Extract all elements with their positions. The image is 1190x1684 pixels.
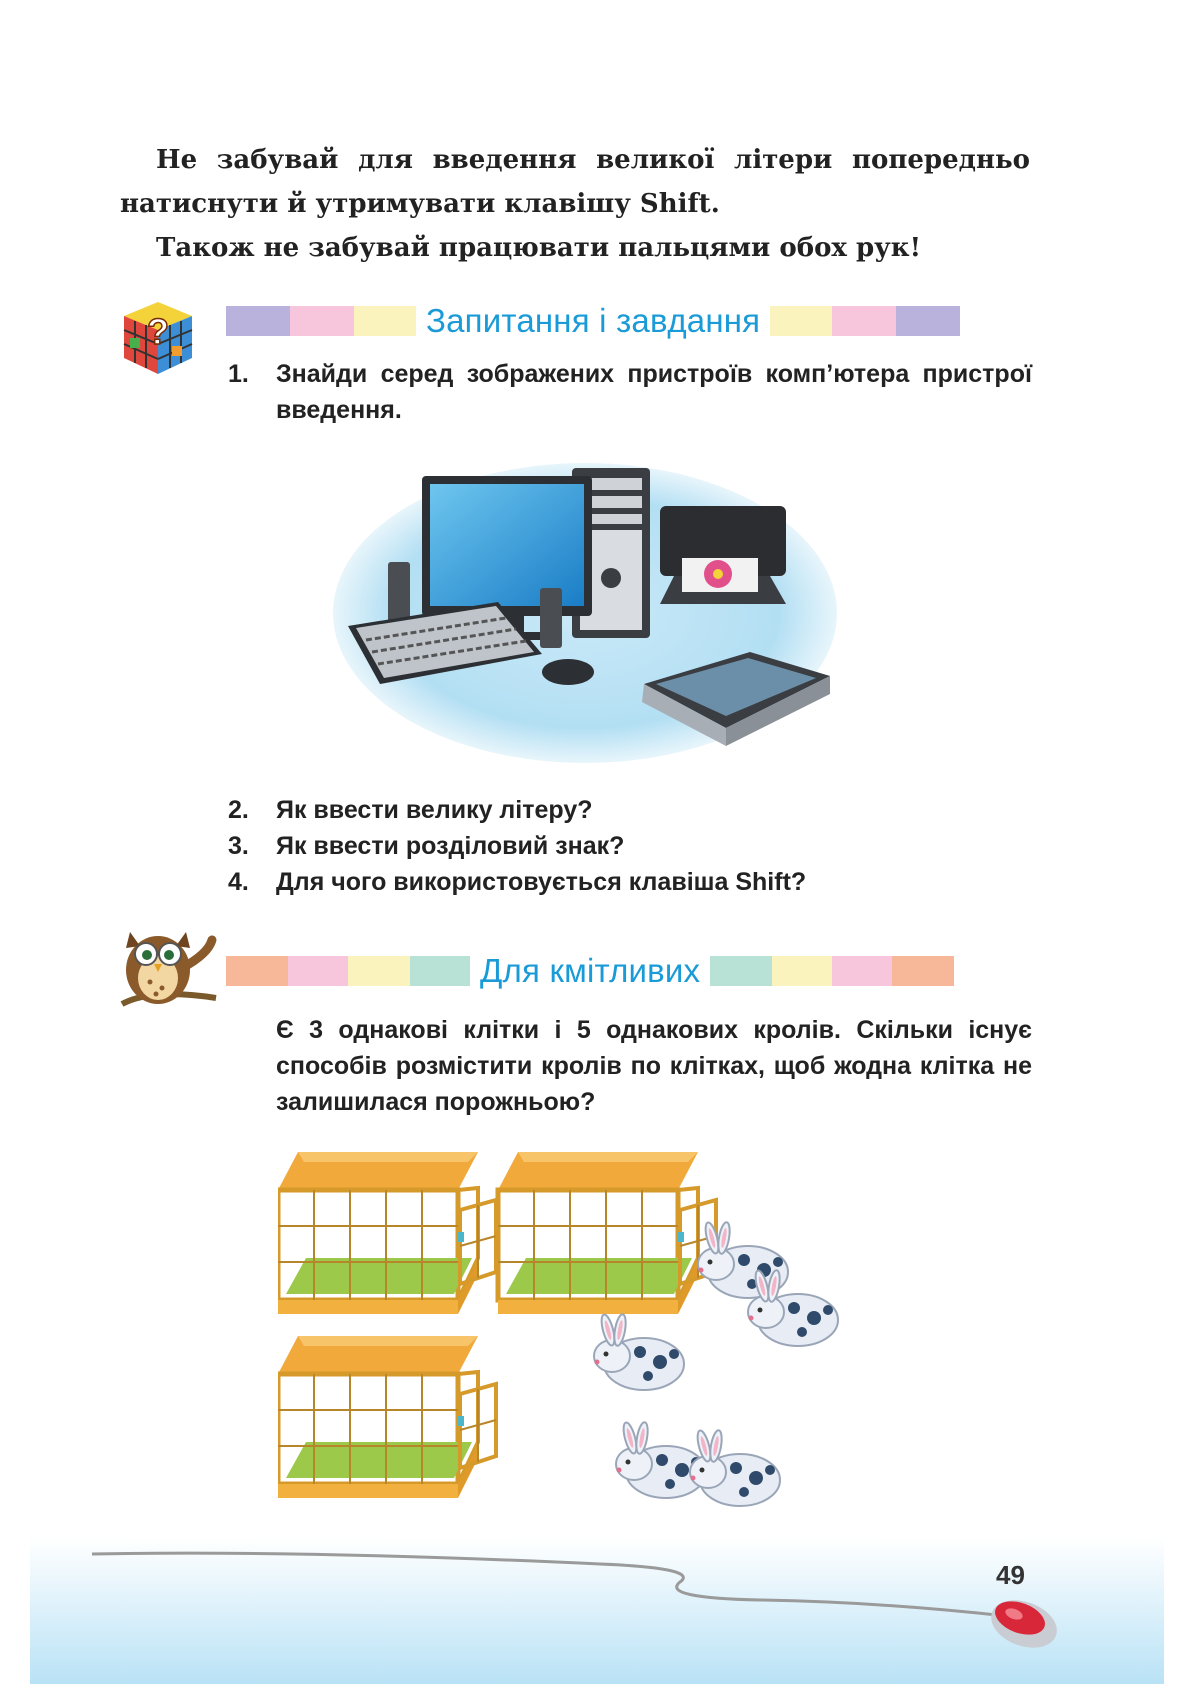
question-4: 4. Для чого використовується клавіша Shi… xyxy=(228,868,807,896)
section-header-smart: Для кмітливих xyxy=(226,952,1032,989)
rabbit xyxy=(689,1428,781,1507)
bar-segment xyxy=(710,956,773,986)
shift-key-label: Shift xyxy=(639,189,711,219)
question-3: 3. Як ввести розділовий знак? xyxy=(228,832,625,860)
speaker-icon xyxy=(388,562,410,628)
bar-segment xyxy=(772,956,833,986)
questions-list: 2. Як ввести велику літеру? 3. Як ввести… xyxy=(228,792,1032,900)
bar-segment xyxy=(896,306,961,336)
mouse-cable xyxy=(91,1551,1007,1618)
bar-segment xyxy=(348,956,410,986)
rabbit xyxy=(615,1420,707,1499)
section-title-questions: Запитання і завдання xyxy=(426,302,761,339)
svg-text:?: ? xyxy=(147,311,169,352)
rabbit xyxy=(747,1268,839,1347)
question-2: 2. Як ввести велику літеру? xyxy=(228,796,593,824)
shift-key-label: Shift xyxy=(735,868,791,896)
cages-and-rabbits-illustration xyxy=(278,1148,839,1507)
bar-segment xyxy=(892,956,955,986)
computer-mouse-icon xyxy=(991,1600,1057,1648)
intro-paragraph-1: Не забувай для введення великої літери п… xyxy=(120,145,1030,219)
rabbit xyxy=(593,1312,685,1391)
bar-segment xyxy=(288,956,348,986)
bar-segment xyxy=(832,956,893,986)
section-title-smart: Для кмітливих xyxy=(480,952,701,989)
printer-icon xyxy=(660,506,786,604)
monitor-icon xyxy=(422,476,592,640)
owl-icon xyxy=(120,932,217,1007)
bar-segment xyxy=(832,306,897,336)
question-1: 1. Знайди серед зображених пристроїв ком… xyxy=(228,360,1032,424)
bar-segment xyxy=(354,306,416,336)
bar-segment xyxy=(226,956,288,986)
keyboard-icon xyxy=(348,602,542,684)
section-header-questions: Запитання і завдання xyxy=(226,302,1032,339)
cage xyxy=(498,1152,716,1314)
cage xyxy=(278,1336,496,1498)
cage xyxy=(278,1152,496,1314)
bar-segment xyxy=(290,306,354,336)
speaker-icon xyxy=(540,588,562,648)
intro-text: Не забувай для введення великої літери п… xyxy=(120,138,1030,270)
intro-paragraph-2: Також не забувай працювати пальцями обох… xyxy=(156,233,921,263)
bar-segment xyxy=(770,306,833,336)
scanner-icon xyxy=(642,652,830,746)
rubik-cube-question-icon: ? xyxy=(123,302,193,374)
puzzle-text: Є 3 однакові клітки і 5 однакових кролів… xyxy=(276,1016,1032,1116)
bar-segment xyxy=(410,956,470,986)
footer-decoration xyxy=(30,1538,1164,1684)
mouse-icon xyxy=(542,659,594,685)
computer-devices-illustration xyxy=(333,463,837,763)
page-number: 49 xyxy=(996,1560,1025,1590)
bar-segment xyxy=(226,306,290,336)
